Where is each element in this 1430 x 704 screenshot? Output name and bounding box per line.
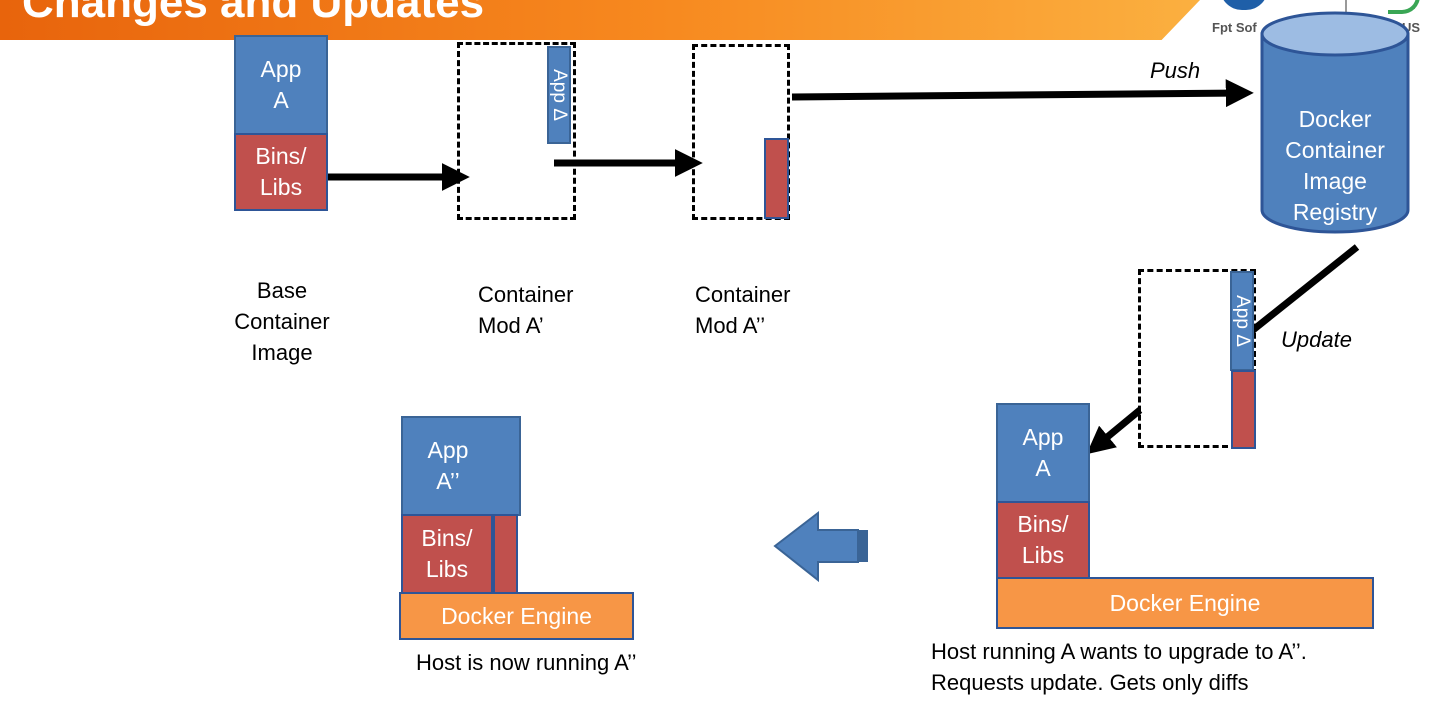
arrow-update-to-host [1086,407,1143,455]
base-app-label: App A [260,56,302,113]
update-label: Update [1281,327,1352,352]
host-after-caption: Host is now running A’’ [416,650,637,675]
title-bar [0,0,1200,40]
host-before-app-label: App A [1022,424,1064,481]
slide-title: Changes and Updates [22,0,485,27]
host-after-docker-engine: Docker Engine [399,592,634,640]
mod-a1-container [457,42,576,220]
update-line [1240,244,1360,341]
host-before-libs-block: Bins/ Libs [996,501,1090,579]
mod-a1-app-delta: App Δ [547,46,571,144]
host-after-libs-label: Bins/ Libs [421,525,473,582]
host-after-engine-label: Docker Engine [441,602,592,629]
host-after-app-label: App A’’ [427,437,469,494]
update-app-delta: App Δ [1230,271,1254,371]
logo-mark-icon [1220,0,1268,10]
base-app-block: App A [234,35,328,135]
mod-a1-caption: Container Mod A’ [478,282,574,338]
mod-a2-container [692,44,790,220]
update-diff-block [1231,370,1256,449]
host-before-engine-label: Docker Engine [1109,589,1261,616]
mod-a2-diff-block [764,138,789,219]
host-after-libs-block: Bins/ Libs [401,514,493,594]
host-before-caption: Host running A wants to upgrade to A’’. … [931,639,1307,695]
registry-label: Docker Container Image Registry [1285,106,1385,225]
host-after-diff-block [493,514,518,594]
base-caption: Base Container Image [234,278,330,365]
mod-a2-caption: Container Mod A’’ [695,282,791,338]
update-container [1138,269,1256,448]
arrow-push [791,79,1254,108]
host-before-docker-engine: Docker Engine [996,577,1374,629]
logo-left-text: Fpt Sof [1212,20,1257,35]
base-libs-block: Bins/ Libs [234,133,328,211]
base-libs-label: Bins/ Libs [255,143,307,200]
host-after-app-block: App A’’ [401,416,521,516]
push-label: Push [1150,58,1201,83]
registry-cylinder [1260,11,1410,234]
transition-arrow-icon [773,510,868,583]
host-before-libs-label: Bins/ Libs [1017,511,1069,568]
host-before-app-block: App A [996,403,1090,503]
